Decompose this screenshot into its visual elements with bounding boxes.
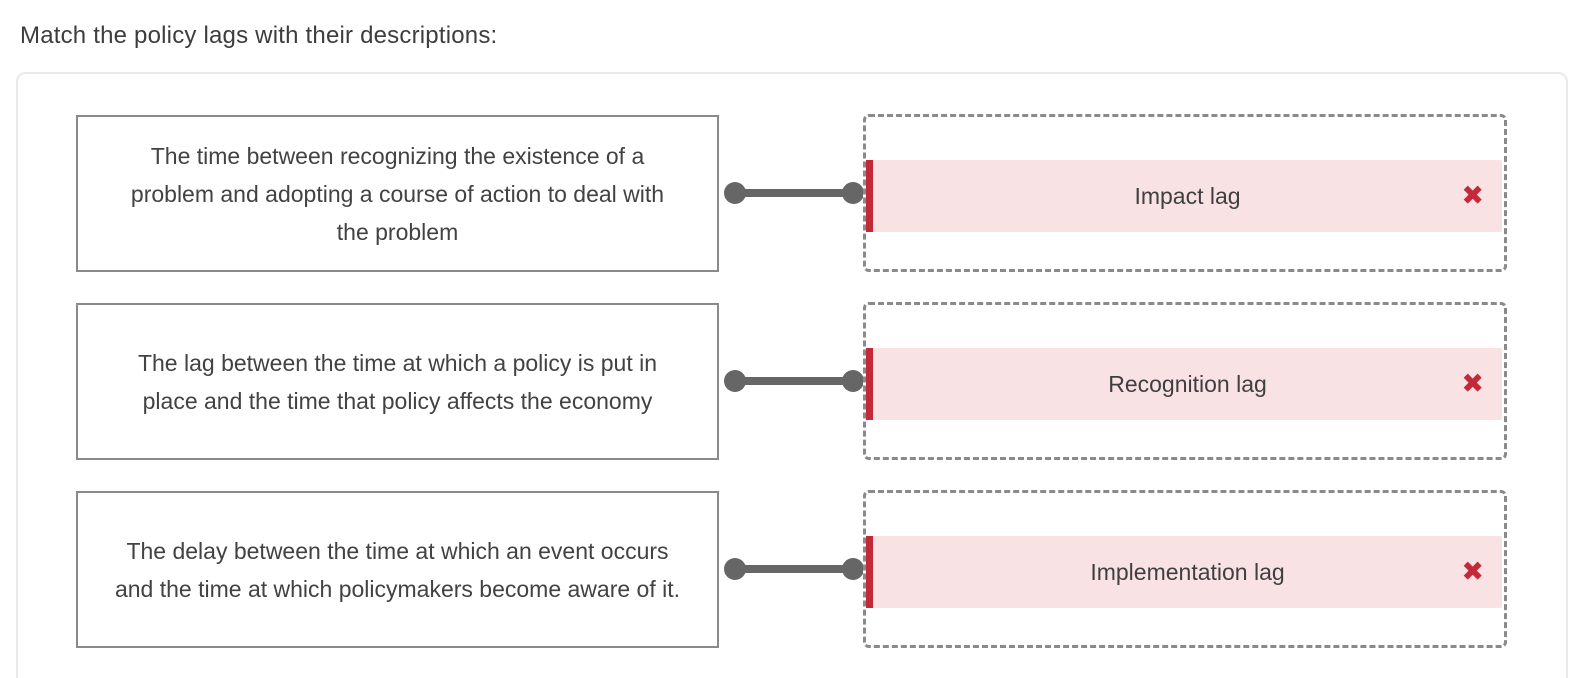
answer-chip[interactable]: Recognition lag ✖ bbox=[866, 348, 1502, 420]
answer-drop-zone[interactable]: Impact lag ✖ bbox=[863, 114, 1507, 272]
question-prompt: Match the policy lags with their descrip… bbox=[20, 22, 498, 49]
description-box: The time between recognizing the existen… bbox=[76, 115, 719, 272]
description-box: The lag between the time at which a poli… bbox=[76, 303, 719, 460]
answer-label: Recognition lag bbox=[1108, 370, 1267, 397]
incorrect-x-icon: ✖ bbox=[1461, 180, 1484, 211]
answer-drop-zone[interactable]: Recognition lag ✖ bbox=[863, 302, 1507, 460]
connector-line bbox=[734, 565, 854, 573]
connector-dot-icon bbox=[842, 558, 864, 580]
match-row: The time between recognizing the existen… bbox=[18, 114, 1566, 272]
match-row: The delay between the time at which an e… bbox=[18, 490, 1566, 648]
answer-chip[interactable]: Implementation lag ✖ bbox=[866, 536, 1502, 608]
match-connector bbox=[724, 558, 864, 580]
answer-label: Implementation lag bbox=[1090, 558, 1285, 585]
match-row: The lag between the time at which a poli… bbox=[18, 302, 1566, 460]
answer-chip[interactable]: Impact lag ✖ bbox=[866, 160, 1502, 232]
match-connector bbox=[724, 370, 864, 392]
description-box: The delay between the time at which an e… bbox=[76, 491, 719, 648]
connector-line bbox=[734, 189, 854, 197]
incorrect-x-icon: ✖ bbox=[1461, 556, 1484, 587]
answer-drop-zone[interactable]: Implementation lag ✖ bbox=[863, 490, 1507, 648]
matching-panel: The time between recognizing the existen… bbox=[16, 72, 1568, 678]
match-connector bbox=[724, 182, 864, 204]
connector-dot-icon bbox=[842, 182, 864, 204]
connector-line bbox=[734, 377, 854, 385]
incorrect-x-icon: ✖ bbox=[1461, 368, 1484, 399]
connector-dot-icon bbox=[842, 370, 864, 392]
answer-label: Impact lag bbox=[1134, 182, 1241, 209]
